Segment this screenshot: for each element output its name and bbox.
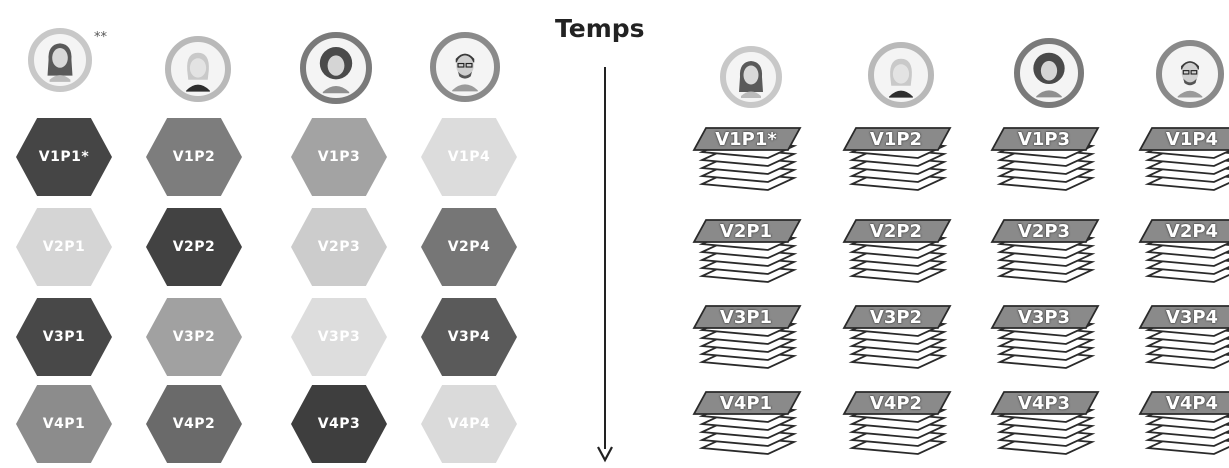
layer-stack-v3p3: V3P3 <box>990 304 1106 382</box>
layer-stack-label: V4P3 <box>1017 393 1071 414</box>
layer-stack-v1p2: V1P2 <box>842 126 958 204</box>
layer-stack-label: V3P3 <box>1017 307 1071 328</box>
layer-stack-label: V2P2 <box>869 221 923 242</box>
stack-top-sheet <box>990 391 1100 415</box>
man-glasses-avatar <box>440 42 490 92</box>
stack-top-sheet <box>1138 127 1229 151</box>
stack-top-sheet <box>990 219 1100 243</box>
stack-top-sheet <box>1138 305 1229 329</box>
hexagon-v1p2: V1P2 <box>146 118 242 196</box>
man-glasses-avatar <box>1166 50 1214 98</box>
woman-long-hair-avatar-left <box>28 28 92 92</box>
hexagon-v3p1: V3P1 <box>16 298 112 376</box>
stack-top-sheet <box>1138 391 1229 415</box>
layer-stack-label: V4P1 <box>719 393 773 414</box>
layer-stack-label: V1P4 <box>1165 129 1219 150</box>
layer-stack-v4p3: V4P3 <box>990 390 1106 468</box>
layer-stack-label: V2P1 <box>719 221 773 242</box>
hexagon-v4p1: V4P1 <box>16 385 112 463</box>
layer-stack-v3p2: V3P2 <box>842 304 958 382</box>
footnote-marker: ** <box>94 30 107 45</box>
hexagon-v1p4: V1P4 <box>421 118 517 196</box>
stack-top-sheet <box>692 219 802 243</box>
stack-top-sheet <box>842 391 952 415</box>
woman-curly-hair-avatar-left <box>300 32 372 104</box>
time-axis-title: Temps <box>555 14 645 43</box>
man-glasses-avatar-right <box>1156 40 1224 108</box>
stack-top-sheet <box>990 127 1100 151</box>
layer-stack-v3p4: V3P4 <box>1138 304 1229 382</box>
hexagon-v4p3: V4P3 <box>291 385 387 463</box>
hexagon-v1p3: V1P3 <box>291 118 387 196</box>
hexagon-v2p3: V2P3 <box>291 208 387 286</box>
layer-stack-v1p3: V1P3 <box>990 126 1106 204</box>
woman-curly-hair-avatar-right <box>1014 38 1084 108</box>
hexagon-v1p1: V1P1* <box>16 118 112 196</box>
layer-stack-v2p1: V2P1 <box>692 218 808 296</box>
hexagon-v4p4: V4P4 <box>421 385 517 463</box>
time-axis-line <box>604 67 606 449</box>
hexagon-v3p2: V3P2 <box>146 298 242 376</box>
layer-stack-label: V2P4 <box>1165 221 1219 242</box>
man-glasses-avatar-left <box>430 32 500 102</box>
woman-blonde-avatar-left <box>165 36 231 102</box>
stack-top-sheet <box>1138 219 1229 243</box>
woman-long-hair-avatar-right <box>720 46 782 108</box>
hexagon-v3p3: V3P3 <box>291 298 387 376</box>
woman-curly-hair-avatar <box>1024 48 1074 98</box>
woman-blonde-avatar <box>175 46 221 92</box>
layer-stack-label: V1P1* <box>715 129 777 150</box>
layer-stack-label: V3P1 <box>719 307 773 328</box>
layer-stack-label: V4P4 <box>1165 393 1219 414</box>
layer-stack-v4p1: V4P1 <box>692 390 808 468</box>
layer-stack-v4p4: V4P4 <box>1138 390 1229 468</box>
layer-stack-label: V1P3 <box>1017 129 1071 150</box>
layer-stack-label: V1P2 <box>869 129 923 150</box>
woman-blonde-avatar-right <box>868 42 934 108</box>
hexagon-v2p4: V2P4 <box>421 208 517 286</box>
time-axis-arrowhead <box>597 446 613 463</box>
layer-stack-v2p4: V2P4 <box>1138 218 1229 296</box>
stack-top-sheet <box>692 127 802 151</box>
layer-stack-label: V4P2 <box>869 393 923 414</box>
hexagon-v2p1: V2P1 <box>16 208 112 286</box>
stack-top-sheet <box>692 305 802 329</box>
woman-curly-hair-avatar <box>310 42 362 94</box>
layer-stack-v2p3: V2P3 <box>990 218 1106 296</box>
stack-top-sheet <box>990 305 1100 329</box>
hexagon-v2p2: V2P2 <box>146 208 242 286</box>
layer-stack-v3p1: V3P1 <box>692 304 808 382</box>
hexagon-v3p4: V3P4 <box>421 298 517 376</box>
stack-top-sheet <box>842 219 952 243</box>
layer-stack-v2p2: V2P2 <box>842 218 958 296</box>
layer-stack-v4p2: V4P2 <box>842 390 958 468</box>
stack-top-sheet <box>842 305 952 329</box>
layer-stack-v1p4: V1P4 <box>1138 126 1229 204</box>
hexagon-v4p2: V4P2 <box>146 385 242 463</box>
stack-top-sheet <box>842 127 952 151</box>
layer-stack-v1p1: V1P1* <box>692 126 808 204</box>
woman-blonde-avatar <box>878 52 924 98</box>
layer-stack-label: V3P2 <box>869 307 923 328</box>
stack-top-sheet <box>692 391 802 415</box>
layer-stack-label: V2P3 <box>1017 221 1071 242</box>
woman-long-hair-avatar <box>730 56 772 98</box>
woman-long-hair-avatar <box>38 38 82 82</box>
layer-stack-label: V3P4 <box>1165 307 1219 328</box>
